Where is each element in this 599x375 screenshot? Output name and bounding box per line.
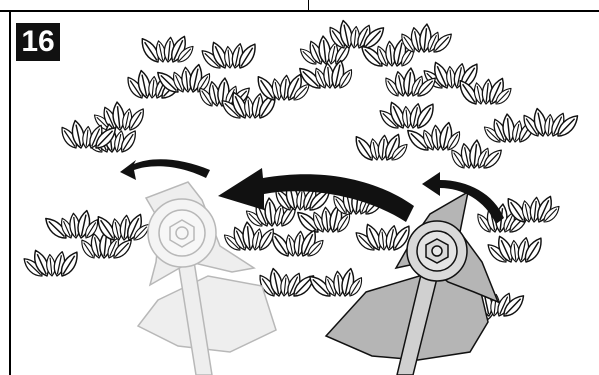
- weed-cluster: [138, 34, 196, 65]
- weed-cluster: [485, 234, 546, 265]
- weed-cluster: [222, 222, 278, 254]
- small-arrow-left: [120, 159, 210, 180]
- weed-cluster: [21, 248, 82, 279]
- string-trimmer-previous-position: [138, 182, 276, 375]
- weed-cluster: [398, 24, 454, 56]
- step-number-badge: 16: [16, 23, 60, 61]
- weed-cluster: [306, 267, 365, 300]
- weed-cluster: [377, 100, 438, 131]
- weed-cluster: [199, 40, 260, 71]
- trimmer-hub-ghost: [176, 227, 188, 239]
- trimmer-hub: [432, 246, 442, 256]
- weed-cluster: [352, 132, 410, 163]
- weeds-background: [21, 19, 582, 325]
- weed-cluster: [268, 228, 326, 259]
- weed-cluster: [353, 222, 414, 253]
